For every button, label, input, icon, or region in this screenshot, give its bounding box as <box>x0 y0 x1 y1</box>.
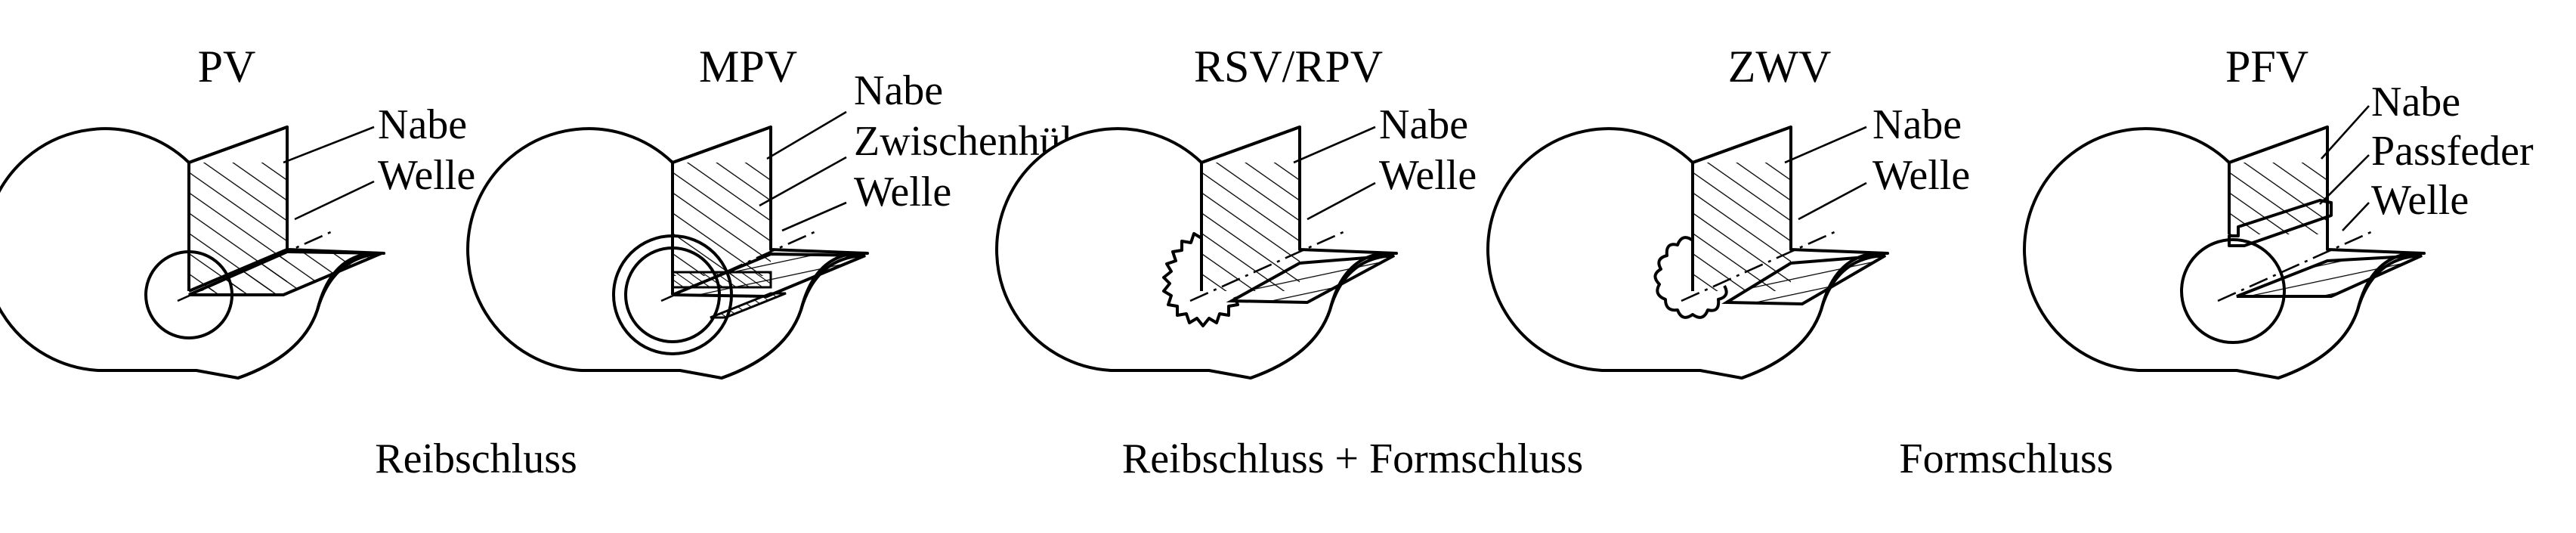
label-nabe: Nabe <box>378 101 467 148</box>
figure-zwv: ZWV Nabe Welle <box>1486 42 1970 380</box>
leader-line <box>283 126 375 164</box>
figure-title: RSV/RPV <box>1194 42 1383 91</box>
caption-formschluss: Formschluss <box>1899 435 2113 482</box>
pv-drawing <box>0 126 385 380</box>
mpv-drawing <box>466 126 869 380</box>
leader-line <box>781 201 847 232</box>
leader-line <box>2319 154 2370 205</box>
hub-section <box>673 163 771 276</box>
figure-pv: PV Nabe Welle <box>0 42 475 380</box>
leader-line <box>1784 126 1867 164</box>
leader-line <box>2342 202 2370 231</box>
label-welle: Welle <box>378 152 475 199</box>
hub-section <box>1693 163 1791 291</box>
label-nabe: Nabe <box>854 67 943 114</box>
spline-profile <box>1653 236 1728 319</box>
figure-title: PV <box>198 42 256 91</box>
label-welle: Welle <box>854 169 951 215</box>
leader-line <box>294 180 375 221</box>
serrated-profile <box>1162 232 1239 327</box>
label-welle: Welle <box>1872 152 1970 199</box>
label-welle: Welle <box>2371 177 2469 224</box>
label-welle: Welle <box>1379 152 1477 199</box>
label-passfeder: Passfeder <box>2371 128 2534 175</box>
label-nabe: Nabe <box>1379 101 1468 148</box>
pfv-drawing <box>2023 126 2426 380</box>
caption-reibschluss-formschluss: Reibschluss + Formschluss <box>1122 435 1583 482</box>
label-nabe: Nabe <box>1872 101 1962 148</box>
hub-section <box>1201 163 1300 291</box>
leader-line <box>766 110 847 160</box>
label-nabe: Nabe <box>2371 79 2460 126</box>
leader-line <box>759 156 847 207</box>
caption-reibschluss: Reibschluss <box>375 435 577 482</box>
rsv-drawing <box>995 126 1398 380</box>
figure-mpv: MPV Nabe Zwischenhülse Welle <box>466 42 1108 380</box>
key-feather <box>2228 199 2333 247</box>
figure-title: ZWV <box>1728 42 1832 91</box>
figure-pfv: PFV Nabe Passfeder Welle <box>2023 42 2534 380</box>
leader-line <box>1798 181 1867 221</box>
leader-line <box>2321 105 2370 160</box>
figure-title: MPV <box>699 42 797 91</box>
zwv-drawing <box>1486 126 1889 380</box>
leader-line <box>1307 181 1376 221</box>
figure-title: PFV <box>2225 42 2309 91</box>
figure-rsv-rpv: RSV/RPV Nabe Welle <box>995 42 1477 380</box>
leader-line <box>1293 126 1376 164</box>
